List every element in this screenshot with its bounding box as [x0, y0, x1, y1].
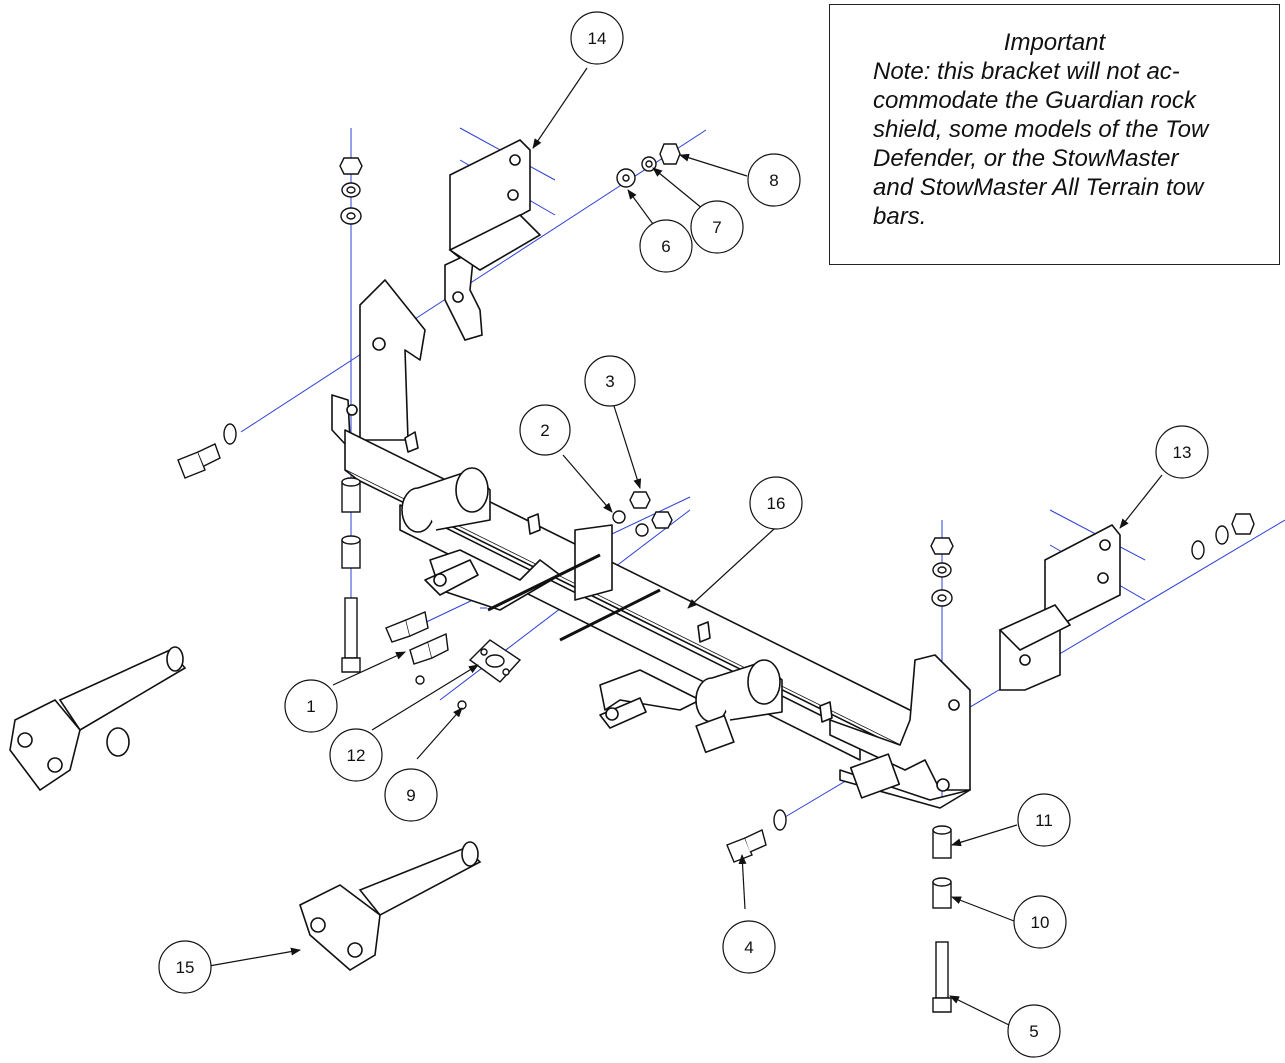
note-line: Defender, or the StowMaster [873, 145, 1179, 172]
callout-11: 11 [1035, 811, 1053, 830]
callout-15: 15 [176, 958, 195, 977]
callout-13: 13 [1173, 443, 1192, 462]
hitch-frame [331, 279, 971, 809]
tow-bar-pin-lower [299, 841, 482, 971]
note-line: Note: this bracket will not ac- [873, 58, 1180, 85]
callout-labels: 1 2 3 4 5 6 7 8 9 10 11 12 13 14 15 16 [176, 29, 1192, 1041]
note-line: shield, some models of the Tow [873, 116, 1209, 143]
callout-6: 6 [661, 237, 670, 256]
note-title: Important [1003, 29, 1106, 56]
note-line: commodate the Guardian rock [873, 87, 1196, 114]
note-line: bars. [873, 203, 927, 230]
callout-2: 2 [540, 421, 549, 440]
note-line: and StowMaster All Terrain tow [873, 174, 1204, 201]
callout-3: 3 [605, 372, 614, 391]
callout-5: 5 [1029, 1022, 1038, 1041]
note-body: Note: this bracket will not ac- commodat… [873, 57, 1273, 231]
leader-lines [208, 67, 1163, 1026]
callout-1: 1 [306, 697, 315, 716]
bracket-14 [444, 139, 542, 341]
hardware [177, 143, 1255, 1013]
important-note-box: Important Note: this bracket will not ac… [829, 4, 1280, 265]
callout-14: 14 [588, 29, 607, 48]
bracket-13 [998, 523, 1121, 691]
callout-12: 12 [347, 746, 366, 765]
callout-16: 16 [767, 494, 786, 513]
callout-8: 8 [769, 171, 778, 190]
tow-bar-pin-upper [9, 646, 187, 792]
callout-bubbles [158, 11, 1209, 1058]
callout-7: 7 [712, 218, 721, 237]
callout-9: 9 [406, 786, 415, 805]
callout-4: 4 [744, 938, 753, 957]
callout-10: 10 [1031, 913, 1050, 932]
